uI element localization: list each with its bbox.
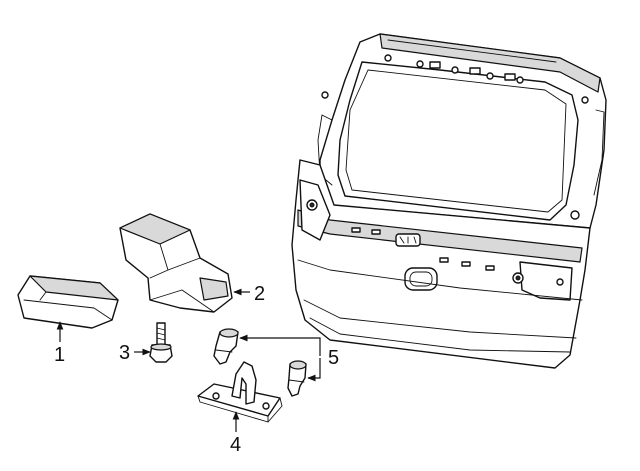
callout-3: 3 xyxy=(119,342,130,364)
callout-5: 5 xyxy=(328,347,339,369)
top-rail-holes xyxy=(384,54,589,104)
emblem xyxy=(395,233,421,247)
part-3-bolt xyxy=(149,322,173,363)
part-2-handle-housing xyxy=(119,213,233,313)
part-5-bumper-stop-a xyxy=(213,328,239,365)
liftgate xyxy=(291,33,607,369)
leader-lines xyxy=(56,288,321,432)
callout-1: 1 xyxy=(54,344,65,366)
callout-4: 4 xyxy=(230,434,241,456)
leader-5b xyxy=(307,358,321,382)
part-4-striker xyxy=(197,361,283,423)
part-1-license-lamp xyxy=(17,275,119,329)
callout-2: 2 xyxy=(254,283,265,305)
part-5-bumper-stop-b xyxy=(287,360,307,397)
leader-5a xyxy=(239,334,321,356)
